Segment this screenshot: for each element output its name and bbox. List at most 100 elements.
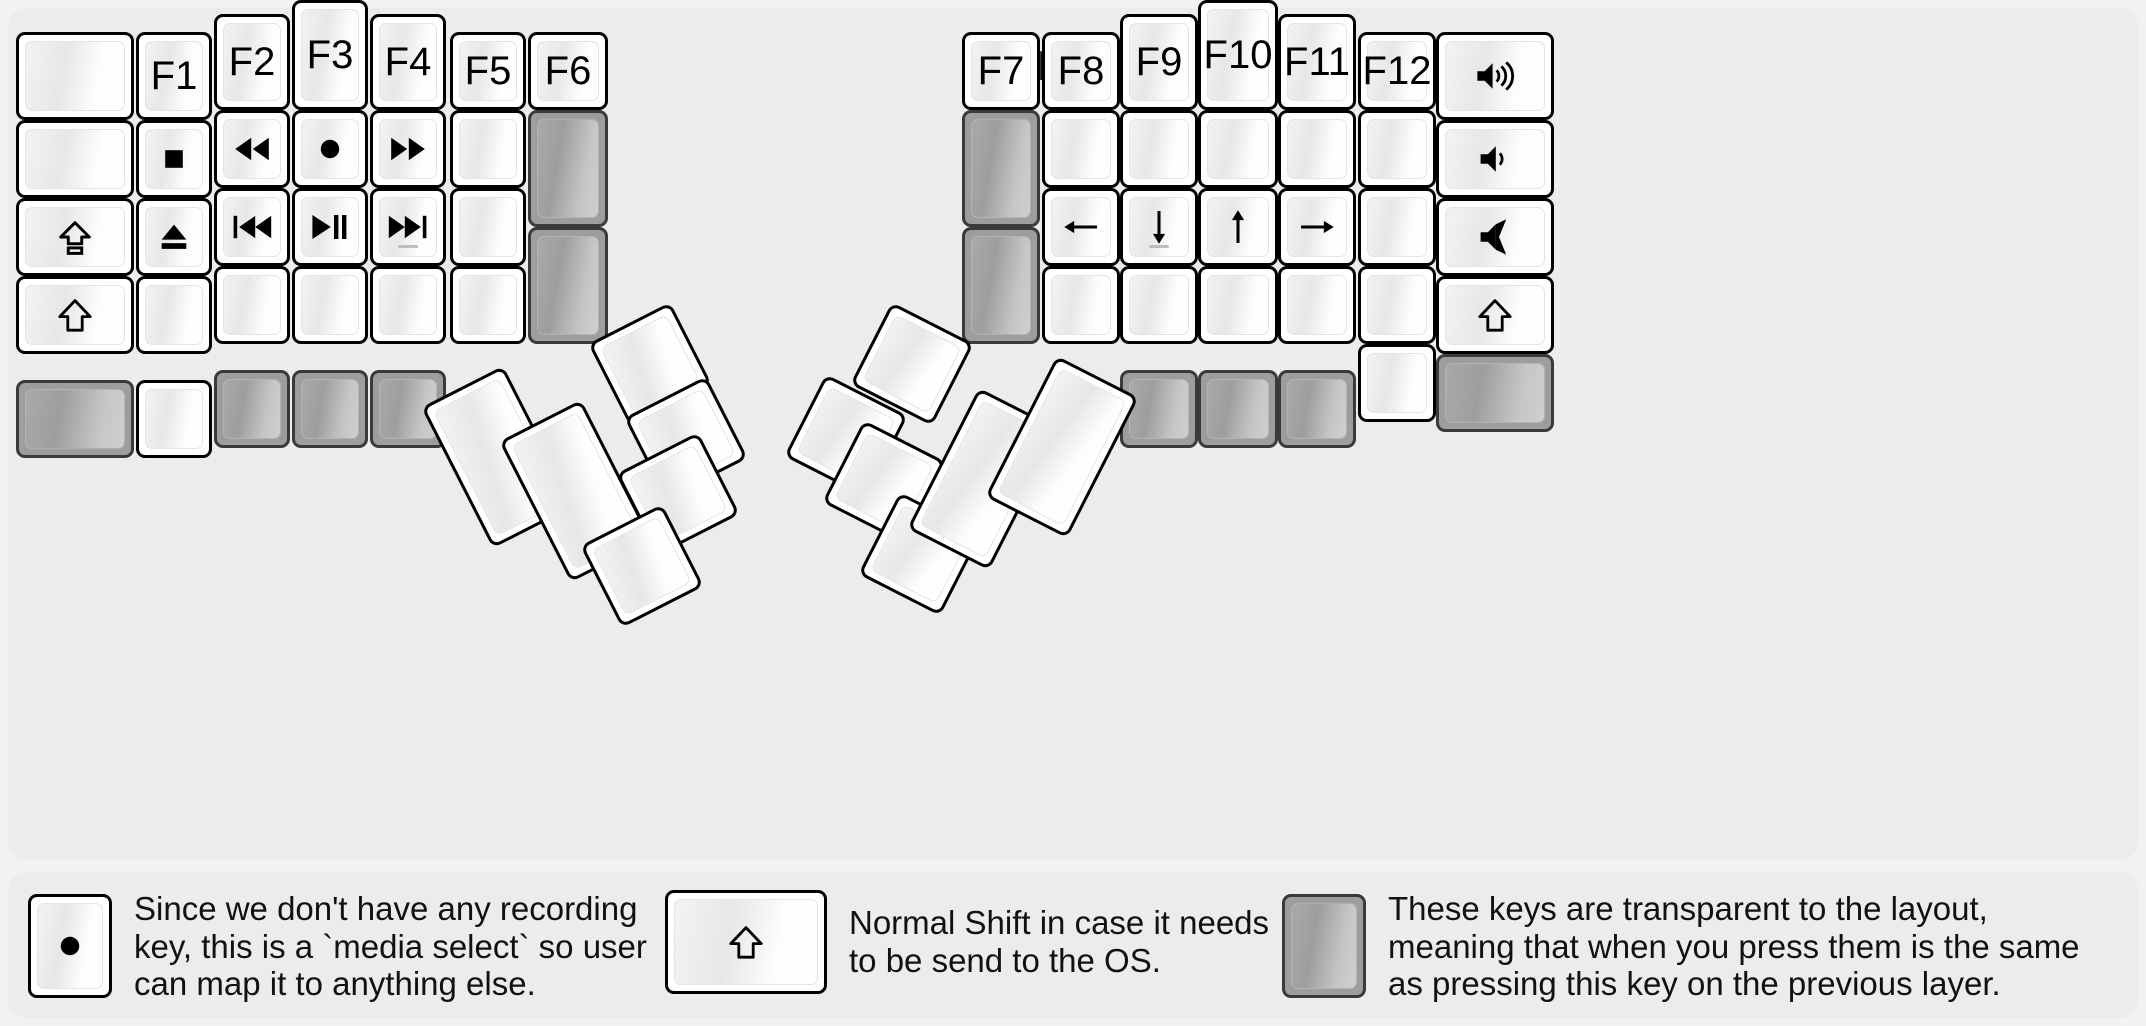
key-right-pinky-2[interactable] [1358,188,1436,266]
shift-icon [726,921,766,963]
key-right-pinky-0[interactable]: F12 [1358,32,1436,110]
key-left-pinky-4[interactable] [136,380,212,458]
key-left-index-inner-3-face [459,275,517,335]
key-left-index-2-face [379,197,437,257]
media-record-icon [49,925,91,967]
key-left-pinky-outer-1[interactable] [16,120,134,198]
key-right-index-inner-2-face [1051,197,1111,257]
key-left-middle-3[interactable] [292,266,368,344]
key-right-middle-1[interactable] [1198,110,1278,188]
key-left-ring-4[interactable] [214,370,290,448]
legend-note-shift: Normal Shift in case it needs to be send… [849,904,1270,979]
key-left-pinky-outer-0-face [25,41,125,111]
media-prev-track-icon [227,207,277,247]
key-right-inner-0[interactable]: F7 [962,32,1040,110]
key-right-ring-1[interactable] [1278,110,1356,188]
key-right-index-1[interactable] [1120,110,1198,188]
key-right-pinky-outer-3[interactable] [1436,276,1554,354]
key-right-ring-0-face: F11 [1284,23,1350,101]
key-right-ring-3[interactable] [1278,266,1356,344]
key-right-ring-2[interactable] [1278,188,1356,266]
key-right-pinky-4-face [1367,353,1427,413]
legend-note-transparent: These keys are transparent to the layout… [1388,890,2080,1003]
key-label: F11 [1284,40,1350,84]
key-right-index-inner-3[interactable] [1042,266,1120,344]
key-right-middle-4[interactable] [1198,370,1278,448]
key-right-ring-4[interactable] [1278,370,1356,448]
key-left-index-inner-2[interactable] [450,188,526,266]
key-label: F8 [1057,49,1105,93]
key-left-pinky-3[interactable] [136,276,212,354]
key-right-inner-2[interactable] [962,227,1040,344]
key-left-inner-2[interactable] [528,227,608,344]
key-right-index-inner-1[interactable] [1042,110,1120,188]
key-left-ring-1[interactable] [214,110,290,188]
key-right-index-0[interactable]: F9 [1120,14,1198,110]
media-eject-icon [152,215,196,259]
key-left-inner-1-face [537,119,599,218]
key-right-index-0-face: F9 [1129,23,1189,101]
key-right-pinky-outer-1[interactable] [1436,120,1554,198]
key-left-middle-2[interactable] [292,188,368,266]
legend-key-transparent [1282,894,1366,999]
key-right-pinky-2-face [1367,197,1427,257]
key-right-index-4[interactable] [1120,370,1198,448]
key-left-index-0-face: F4 [379,23,437,101]
key-left-ring-1-face [223,119,281,179]
key-right-middle-0[interactable]: F10 [1198,0,1278,110]
key-right-pinky-4[interactable] [1358,344,1436,422]
key-left-index-inner-1[interactable] [450,110,526,188]
legend-key-shift [665,890,827,994]
key-right-inner-1[interactable] [962,110,1040,227]
key-left-ring-2[interactable] [214,188,290,266]
key-right-index-inner-2[interactable] [1042,188,1120,266]
key-left-inner-0[interactable]: F6 [528,32,608,110]
key-left-index-inner-3[interactable] [450,266,526,344]
key-right-middle-3[interactable] [1198,266,1278,344]
key-underbar [398,245,418,248]
key-label: F9 [1135,40,1183,84]
key-left-index-inner-0[interactable]: F5 [450,32,526,110]
key-right-middle-2[interactable] [1198,188,1278,266]
key-right-pinky-3[interactable] [1358,266,1436,344]
key-left-pinky-1[interactable] [136,120,212,198]
key-left-index-inner-0-face: F5 [459,41,517,101]
key-left-ring-3[interactable] [214,266,290,344]
key-right-index-inner-0[interactable]: F8 [1042,32,1120,110]
key-right-inner-2-face [971,236,1031,335]
key-left-pinky-outer-0[interactable] [16,32,134,120]
key-left-index-2[interactable] [370,188,446,266]
key-right-pinky-1[interactable] [1358,110,1436,188]
legend-key-shift-face [674,899,818,985]
key-right-ring-0[interactable]: F11 [1278,14,1356,110]
key-left-middle-0[interactable]: F3 [292,0,368,110]
key-left-index-3[interactable] [370,266,446,344]
arrow-right-icon [1293,208,1341,246]
key-left-pinky-2[interactable] [136,198,212,276]
key-left-pinky-outer-2[interactable] [16,198,134,276]
key-left-pinky-0[interactable]: F1 [136,32,212,120]
key-label: F2 [228,40,276,84]
key-left-pinky-outer-4[interactable] [16,380,134,458]
legend-key-transparent-face [1291,903,1357,990]
key-left-index-0[interactable]: F4 [370,14,446,110]
key-left-middle-3-face [301,275,359,335]
key-right-index-3[interactable] [1120,266,1198,344]
key-left-index-1[interactable] [370,110,446,188]
key-right-ring-2-face [1287,197,1347,257]
volume-down-icon [1472,139,1518,179]
key-right-pinky-outer-4[interactable] [1436,354,1554,432]
key-left-ring-0[interactable]: F2 [214,14,290,110]
key-label: F10 [1203,33,1273,77]
key-right-pinky-outer-2[interactable] [1436,198,1554,276]
key-left-index-1-face [379,119,437,179]
key-right-index-2-face [1129,197,1189,257]
key-right-pinky-outer-0[interactable] [1436,32,1554,120]
key-left-pinky-outer-3[interactable] [16,276,134,354]
key-left-inner-1[interactable] [528,110,608,227]
key-left-middle-4[interactable] [292,370,368,448]
key-left-middle-1[interactable] [292,110,368,188]
legend-key-record [28,894,112,999]
legend-key-record-face [37,903,103,990]
key-right-index-2[interactable] [1120,188,1198,266]
